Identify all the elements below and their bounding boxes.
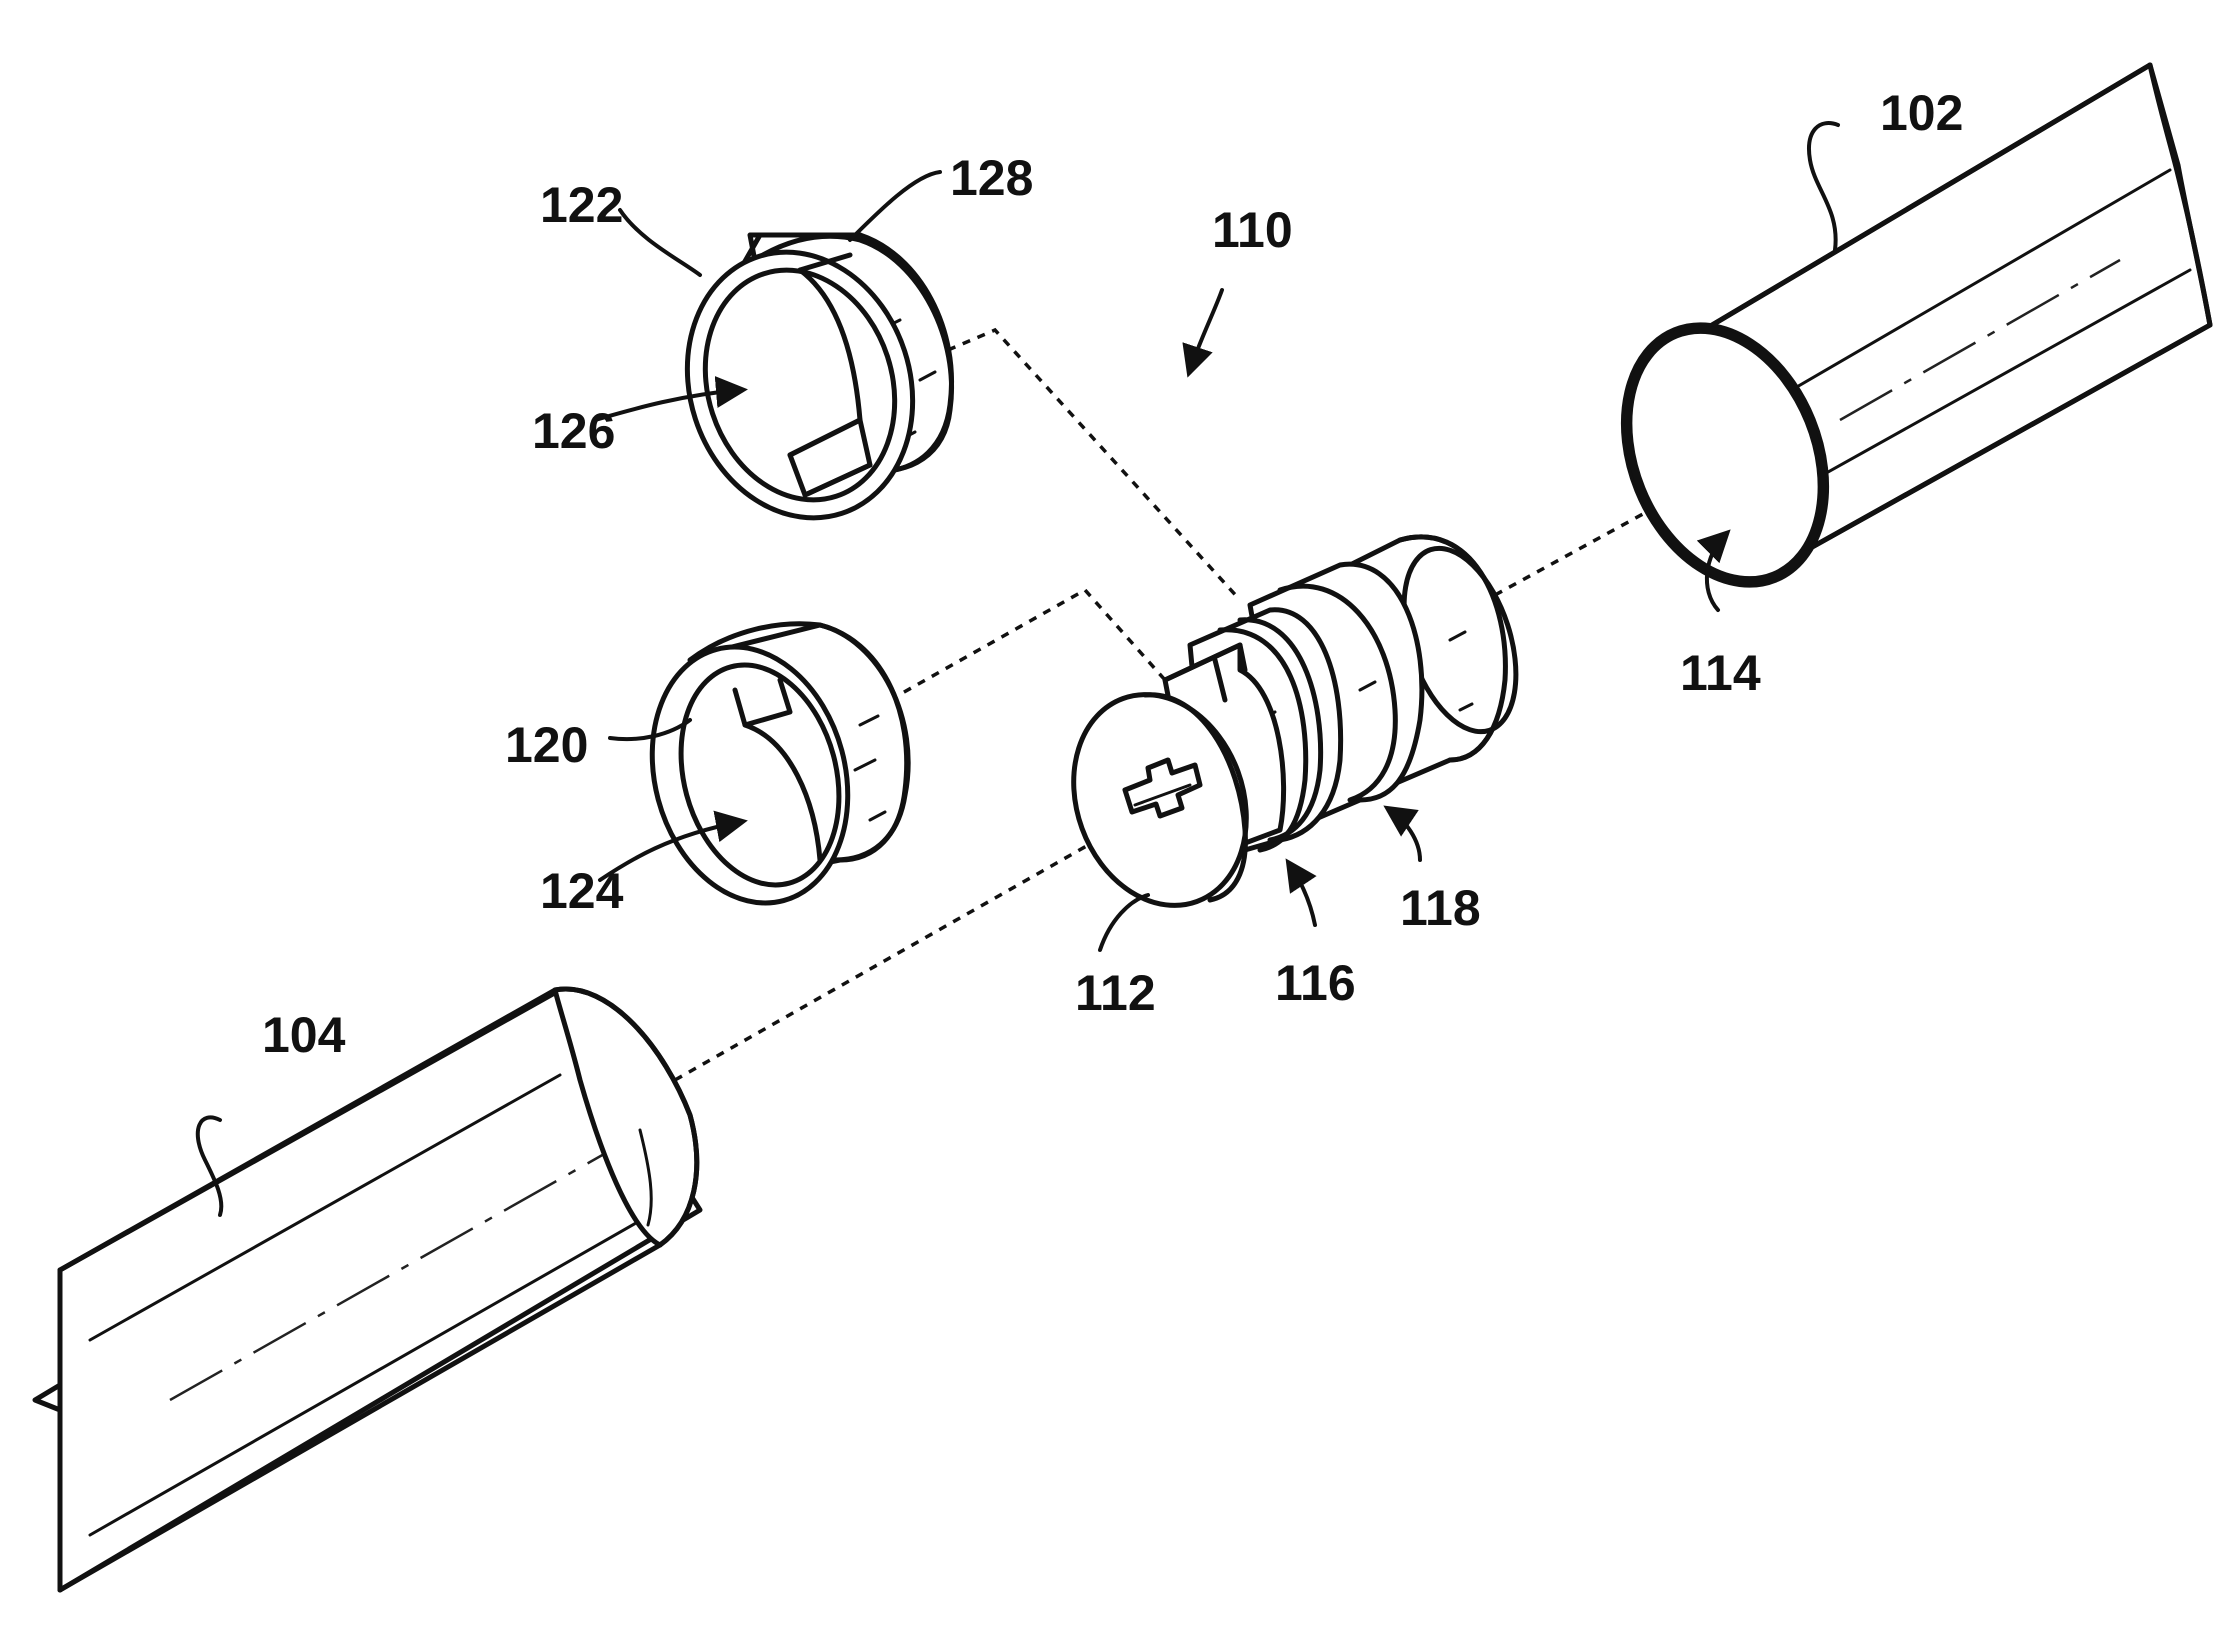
label-102: 102: [1880, 85, 1963, 141]
ring-128: [654, 223, 952, 548]
label-114: 114: [1680, 645, 1761, 701]
label-110: 110: [1212, 202, 1293, 258]
assembly-line-lower-ring: [890, 590, 1165, 700]
ring-120: [625, 624, 909, 925]
tube-102: [1586, 65, 2210, 616]
connector-110: [1045, 534, 1537, 930]
assembly-line-upper-ring: [948, 330, 1240, 600]
label-120: 120: [505, 717, 588, 773]
label-128: 128: [950, 150, 1033, 206]
label-124: 124: [540, 863, 624, 919]
label-112: 112: [1075, 965, 1156, 1021]
label-122: 122: [540, 177, 623, 233]
label-104: 104: [262, 1007, 346, 1063]
tube-104: [35, 989, 700, 1590]
label-116: 116: [1275, 955, 1356, 1011]
label-126: 126: [532, 403, 615, 459]
label-118: 118: [1400, 880, 1481, 936]
